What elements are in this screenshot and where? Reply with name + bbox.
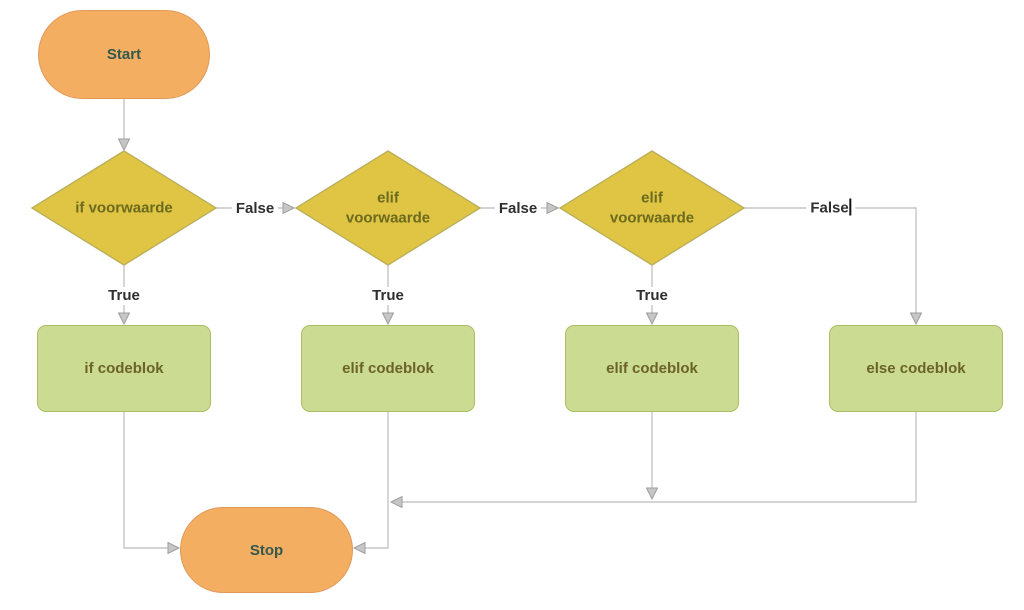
arrowhead-elif-block2-join: [645, 487, 659, 501]
elif-codeblock-1-label: elif codeblok: [342, 360, 434, 377]
if-codeblock-node[interactable]: if codeblok: [37, 325, 211, 412]
false-label-3[interactable]: False: [806, 198, 856, 218]
elif-condition-2-diamond[interactable]: [558, 150, 746, 266]
if-condition-diamond[interactable]: [30, 150, 218, 266]
arrowhead-into-elif2-diamond: [546, 201, 560, 215]
false-label-1[interactable]: False: [231, 200, 279, 218]
start-node[interactable]: Start: [38, 10, 210, 99]
elif-codeblock-1-node[interactable]: elif codeblok: [301, 325, 475, 412]
arrowhead-into-else-block: [909, 312, 923, 326]
text-caret: [849, 198, 852, 216]
true-label-3-text: True: [636, 287, 668, 304]
arrowhead-into-if-block: [117, 312, 131, 326]
true-label-3[interactable]: True: [632, 287, 672, 305]
arrowhead-into-stop-left: [167, 541, 181, 555]
stop-node-label: Stop: [249, 541, 284, 559]
edge-if-block-to-stop[interactable]: [123, 412, 168, 549]
stop-node[interactable]: Stop: [180, 507, 353, 593]
true-label-1[interactable]: True: [104, 287, 144, 305]
arrowhead-into-if-diamond: [117, 138, 131, 152]
if-condition-label: if voorwaarde: [75, 199, 173, 217]
true-label-2[interactable]: True: [368, 287, 408, 305]
if-codeblock-label: if codeblok: [84, 360, 164, 377]
false-label-2-text: False: [498, 200, 538, 217]
elif-condition-1-diamond[interactable]: [294, 150, 482, 266]
start-node-label: Start: [106, 46, 142, 63]
true-label-1-text: True: [108, 287, 140, 304]
edge-elif2-false-to-else-block[interactable]: [744, 207, 917, 313]
arrowhead-join-left: [389, 495, 403, 509]
false-label-3-text: False: [810, 199, 849, 217]
arrowhead-into-elif1-diamond: [282, 201, 296, 215]
edge-else-block-to-join[interactable]: [402, 412, 917, 503]
false-label-1-text: False: [235, 200, 275, 217]
false-label-2[interactable]: False: [494, 200, 542, 218]
arrowhead-into-elif-block2: [645, 312, 659, 326]
arrowhead-into-elif-block1: [381, 312, 395, 326]
true-label-2-text: True: [372, 287, 404, 304]
elif-codeblock-2-label: elif codeblok: [606, 360, 698, 377]
else-codeblock-label: else codeblok: [866, 360, 966, 377]
elif-codeblock-2-node[interactable]: elif codeblok: [565, 325, 739, 412]
elif-condition-2-label: elif voorwaarde: [609, 189, 695, 227]
edge-elif-block1-to-stop[interactable]: [365, 412, 389, 549]
arrowhead-into-stop-right: [352, 541, 366, 555]
else-codeblock-node[interactable]: else codeblok: [829, 325, 1003, 412]
elif-condition-1-label: elif voorwaarde: [345, 189, 431, 227]
